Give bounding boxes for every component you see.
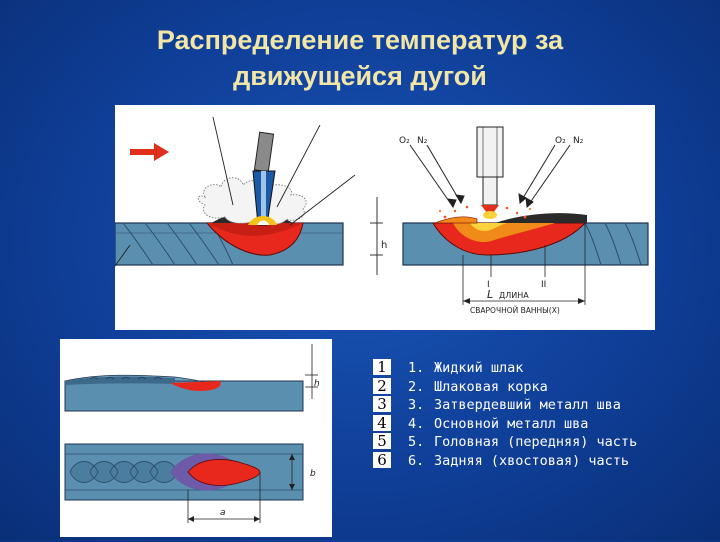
legend-item-text: Жидкий шлак (434, 360, 524, 376)
bottom-b-label: b (310, 469, 316, 479)
legend-item: 6. Задняя (хвостовая) часть (408, 452, 720, 471)
direction-arrow-icon (130, 143, 169, 161)
electrode-left (252, 131, 276, 226)
legend-item: 2. Шлаковая корка (408, 378, 720, 397)
bottom-a-label: a (220, 508, 226, 518)
number-box: 2 (373, 377, 391, 394)
legend-item: 3. Затвердевший металл шва (408, 396, 720, 415)
pointer-line (212, 116, 234, 206)
n2-label-left: N₂ (417, 136, 428, 146)
title-line-2: движущейся дугой (233, 61, 487, 91)
n2-label-right: N₂ (573, 136, 584, 146)
spatter-dots (439, 205, 531, 219)
legend-item-number: 3. (408, 397, 425, 413)
zone-1-label: I (487, 280, 490, 290)
welding-cross-section-figure: h (109, 105, 655, 330)
legend-item-text: Шлаковая корка (434, 378, 548, 395)
number-box: 4 (373, 414, 391, 431)
o2-label-right: O₂ (555, 136, 566, 146)
o2-label-left: O₂ (399, 136, 410, 146)
length-caption: СВАРОЧНОЙ ВАННЫ(Х) (470, 306, 560, 315)
length-symbol: L (487, 288, 493, 301)
legend-item-text: Головная (передняя) часть (434, 434, 638, 450)
title-line-1: Распределение температур за (156, 25, 564, 55)
weld-pool-plan-figure: h b a (60, 339, 332, 537)
number-box: 5 (373, 433, 391, 449)
bottom-h-label: h (314, 379, 320, 389)
legend-list: 1. Жидкий шлак 2. Шлаковая корка 3. Затв… (408, 359, 720, 470)
legend-item-number: 2. (408, 378, 425, 395)
legend-item-number: 6. (408, 452, 425, 469)
number-box: 3 (373, 396, 391, 412)
legend-item-number: 5. (408, 434, 425, 450)
legend-item-text: Основной металл шва (434, 415, 589, 432)
legend-item-text: Затвердевший металл шва (434, 397, 621, 413)
number-box: 6 (373, 451, 391, 468)
gas-arrows-left (409, 144, 465, 209)
legend-number-boxes: 1 2 3 4 5 6 (373, 359, 393, 470)
page-title: Распределение температур за движущейся д… (0, 22, 720, 94)
zone-2-label: II (541, 280, 546, 290)
gas-arrows-right (518, 144, 571, 208)
legend-item: 4. Основной металл шва (408, 415, 720, 434)
legend-item: 5. Головная (передняя) часть (408, 433, 720, 452)
section-view: h (64, 344, 320, 412)
weld-plan-illustration: h b a (64, 344, 320, 523)
number-box: 1 (373, 359, 391, 375)
plan-view: b a (64, 443, 316, 523)
legend-item-number: 4. (408, 415, 425, 432)
h-label: h (381, 240, 387, 251)
legend-item: 1. Жидкий шлак (408, 359, 720, 378)
welding-illustration: h (109, 116, 649, 315)
electrode-right (476, 126, 504, 219)
legend-item-number: 1. (408, 360, 425, 376)
smoke-cloud-left (197, 177, 307, 225)
legend-item-text: Задняя (хвостовая) часть (434, 452, 630, 469)
length-text: ДЛИНА (499, 291, 529, 300)
